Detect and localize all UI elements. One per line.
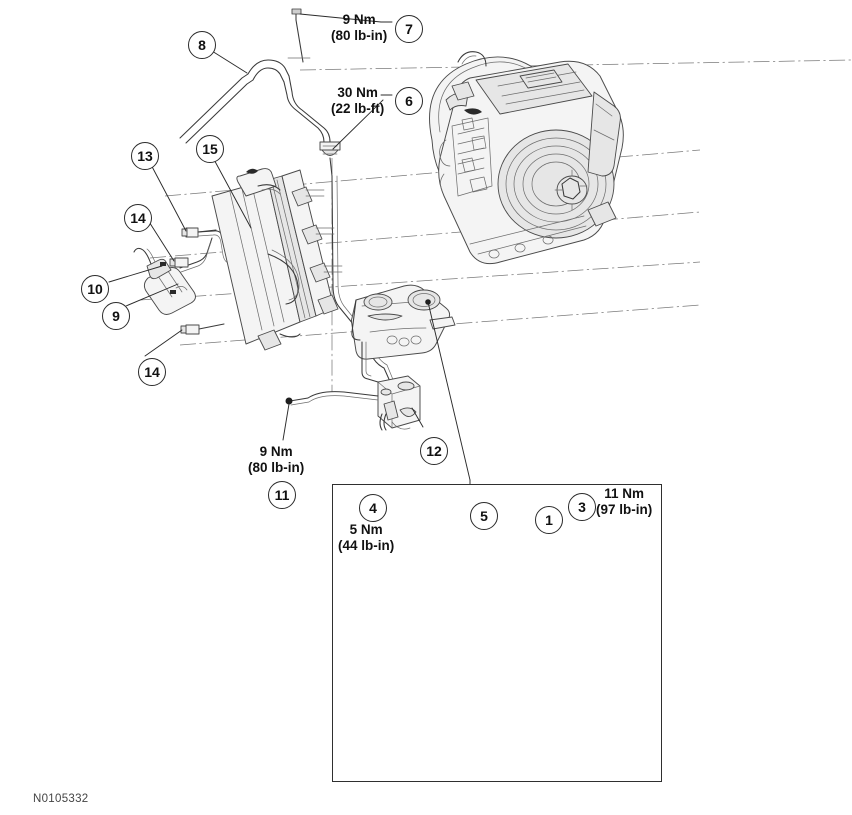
inline-filter	[133, 237, 213, 315]
callout-1[interactable]: 1	[535, 506, 563, 534]
torque-spec-6: 30 Nm (22 lb-ft)	[331, 85, 384, 116]
torque-metric: 5 Nm	[349, 522, 383, 537]
torque-connectors	[380, 21, 393, 96]
callout-13[interactable]: 13	[131, 142, 159, 170]
torque-metric: 30 Nm	[337, 85, 378, 100]
torque-spec-11: 9 Nm (80 lb-in)	[248, 444, 304, 475]
transmission-oil-cooler	[211, 168, 343, 351]
torque-spec-4: 5 Nm (44 lb-in)	[338, 522, 394, 553]
callout-3[interactable]: 3	[568, 493, 596, 521]
torque-metric: 11 Nm	[604, 486, 645, 501]
transaxle-assembly	[429, 51, 624, 265]
callout-8[interactable]: 8	[188, 31, 216, 59]
torque-spec-7: 9 Nm (80 lb-in)	[331, 12, 387, 43]
cover-plate	[351, 284, 471, 481]
callout-6[interactable]: 6	[395, 87, 423, 115]
callout-9[interactable]: 9	[102, 302, 130, 330]
leader-lines	[108, 13, 424, 441]
callout-14-upper[interactable]: 14	[124, 204, 152, 232]
callout-14-lower[interactable]: 14	[138, 358, 166, 386]
line-retaining-bracket	[285, 341, 421, 431]
torque-imperial: (22 lb-ft)	[331, 100, 385, 116]
callout-7[interactable]: 7	[395, 15, 423, 43]
callout-11[interactable]: 11	[268, 481, 296, 509]
callout-4[interactable]: 4	[359, 494, 387, 522]
callout-10[interactable]: 10	[81, 275, 109, 303]
torque-metric: 9 Nm	[342, 12, 376, 27]
torque-imperial: (44 lb-in)	[338, 537, 395, 553]
detail-inset-frame	[332, 484, 662, 782]
callout-12[interactable]: 12	[420, 437, 448, 465]
torque-imperial: (97 lb-in)	[596, 501, 653, 517]
figure-id-label: N0105332	[33, 793, 89, 805]
callout-5[interactable]: 5	[470, 502, 498, 530]
callout-15[interactable]: 15	[196, 135, 224, 163]
torque-metric: 9 Nm	[259, 444, 293, 459]
torque-spec-3: 11 Nm (97 lb-in)	[596, 486, 652, 517]
torque-imperial: (80 lb-in)	[331, 27, 388, 43]
torque-imperial: (80 lb-in)	[248, 459, 305, 475]
